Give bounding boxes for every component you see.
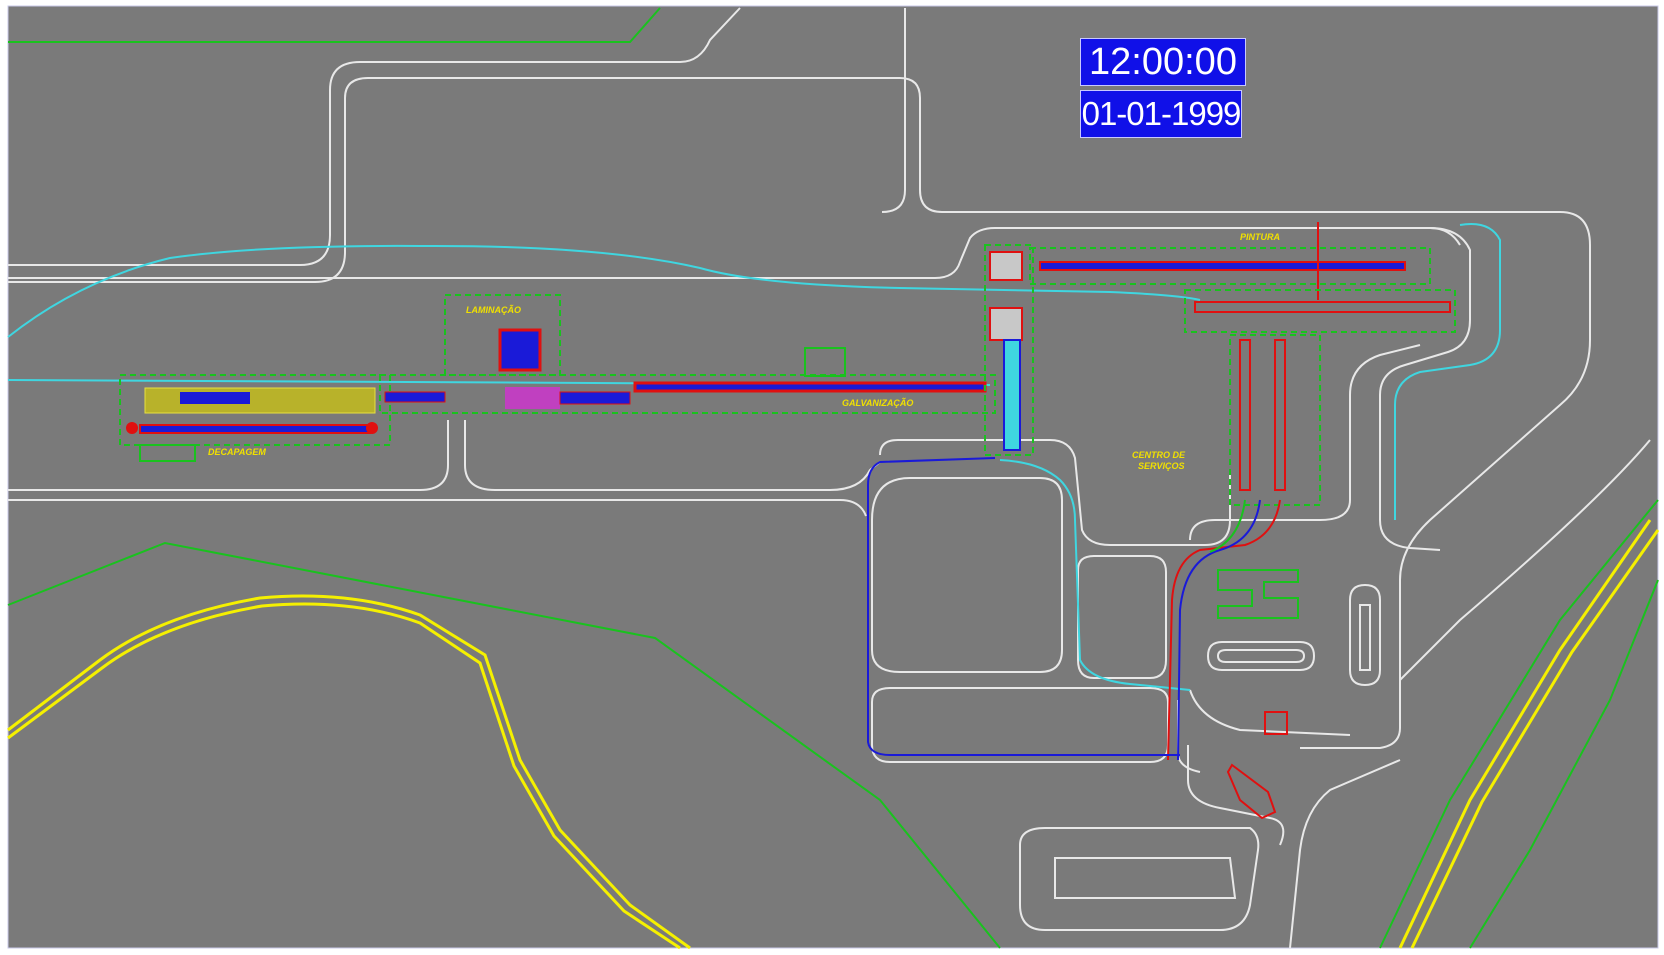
railway-track-c [1398, 519, 1652, 949]
galvanizacao-line: GALVANIZAÇÃO [379, 347, 996, 414]
pintura-lower-line [1194, 301, 1451, 313]
road-track-loop-inner [1216, 649, 1306, 663]
cyan-line-upper [7, 244, 1201, 338]
road-pin-inner [1359, 604, 1371, 671]
boundary-right [1379, 499, 1659, 949]
label-laminacao: LAMINAÇÃO [466, 305, 521, 315]
transfer-frame [984, 244, 1034, 456]
label-centro-servicos-1: CENTRO DE [1132, 450, 1186, 460]
pintura-strip [1039, 261, 1406, 271]
galvanizacao-feed [384, 391, 446, 403]
road-lower-block-inner [1054, 857, 1237, 899]
boundary-right-b [1469, 579, 1659, 949]
dock-box [1264, 711, 1288, 735]
dock-ramp [1226, 763, 1277, 820]
cyan-line-right [1394, 223, 1501, 520]
loading-dock [1226, 711, 1288, 820]
heliport-mark [1217, 569, 1299, 619]
centro-line-b [1274, 339, 1286, 491]
decapagem-line: DECAPAGEM [119, 374, 391, 462]
road-upper-a [8, 7, 741, 266]
road-far-right [1300, 211, 1591, 749]
label-pintura: PINTURA [1240, 232, 1280, 242]
decapagem-coil-right [366, 422, 378, 434]
label-galvanizacao: GALVANIZAÇÃO [842, 398, 913, 408]
decapagem-strip [139, 424, 371, 434]
galvanizacao-bath [559, 391, 631, 405]
galvanizacao-stack [804, 347, 846, 377]
transfer-tower [984, 244, 1034, 456]
road-main-lower-b [8, 499, 867, 517]
centro-outlet-green [1209, 499, 1246, 553]
centro-frame [1229, 334, 1321, 506]
cyan-line-loop [999, 459, 1191, 691]
road-lower-left [1187, 745, 1285, 846]
road-lower-block [1019, 827, 1260, 931]
clock-time-display: 12:00:00 [1080, 38, 1246, 86]
decapagem-hatch-zone [144, 387, 376, 414]
pintura-lower-frame [1184, 289, 1456, 333]
heliport [1217, 569, 1299, 619]
road-loop-central [879, 439, 1231, 546]
road-vertical-left [881, 8, 906, 213]
centro-line-a [1239, 339, 1251, 491]
railway-track-b [7, 602, 681, 950]
road-link [464, 420, 881, 491]
map-background [7, 5, 1659, 949]
road-upper-b [8, 77, 1560, 283]
road-right-curve [1379, 227, 1471, 551]
laminacao-stand [498, 328, 542, 372]
road-block-1 [871, 477, 1063, 673]
pintura-line: PINTURA [1029, 222, 1456, 333]
transfer-box-mid [989, 307, 1023, 341]
road-pin-loop [1349, 583, 1381, 687]
boundary-lower [7, 541, 1001, 949]
galvanizacao-magenta-zone [505, 387, 560, 409]
label-decapagem: DECAPAGEM [208, 447, 266, 457]
road-block-2 [1077, 555, 1167, 679]
railway-track-d [1410, 529, 1660, 949]
transfer-box-top [989, 251, 1023, 281]
centro-outlet-red [1167, 499, 1281, 761]
decapagem-bath [180, 392, 250, 404]
transfer-column [1003, 339, 1021, 451]
centro-outlet-blue [1177, 499, 1261, 761]
road-parking-lane [1189, 689, 1351, 736]
label-centro-servicos-2: SERVIÇOS [1138, 461, 1185, 471]
centro-servicos: CENTRO DE SERVIÇOS [1132, 334, 1321, 761]
road-lower-right [1289, 759, 1401, 949]
blue-return-line [867, 457, 1180, 756]
road-track-loop [1206, 641, 1316, 671]
railway [7, 519, 1660, 950]
road-lower-loop [1189, 344, 1421, 541]
clock-date-display: 01-01-1999 [1080, 90, 1242, 138]
galvanizacao-frame [379, 374, 996, 414]
decapagem-frame [119, 374, 391, 446]
boundary-top-left [8, 7, 661, 43]
road-exit [1399, 439, 1651, 681]
decapagem-pit [139, 444, 196, 462]
pintura-frame [1029, 247, 1431, 285]
road-upper-c [8, 227, 1461, 279]
laminacao-building: LAMINAÇÃO [444, 294, 561, 376]
decapagem-coil-left [126, 422, 138, 434]
galvanizacao-furnace [633, 381, 987, 393]
railway-track-a [7, 594, 691, 950]
boundary-lines [7, 7, 1659, 949]
road-main-lower [8, 420, 449, 491]
